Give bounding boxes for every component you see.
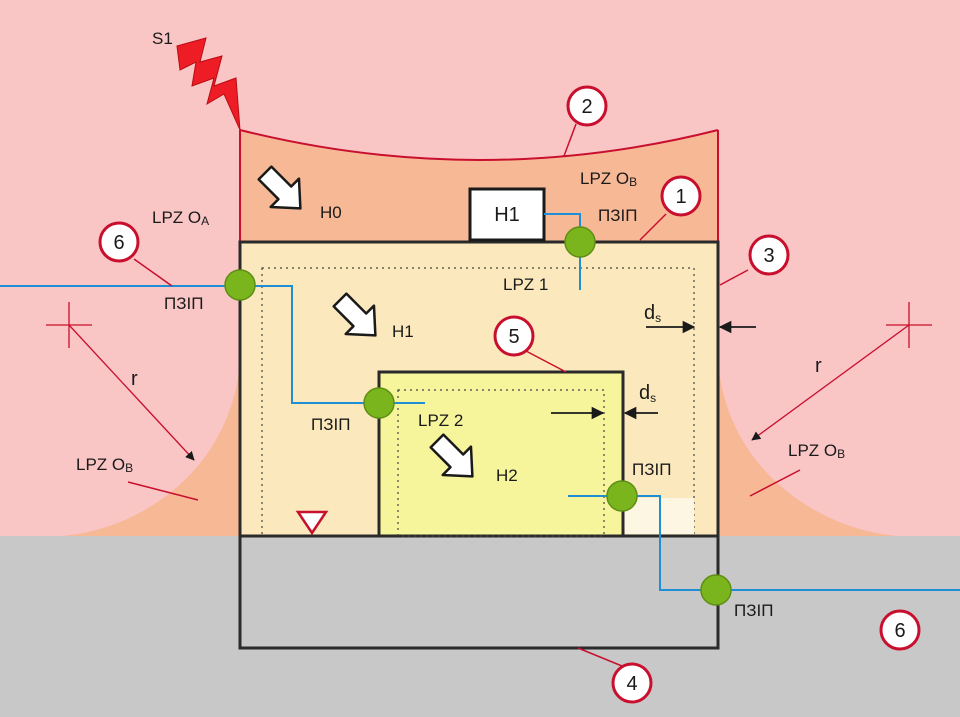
bonding-label-mid: ПЗІП [311,415,350,434]
zone-label-lpz1: LPZ 1 [503,275,548,294]
cable-rooftop [544,213,581,290]
zone-label-lpz0b-top: LPZ OB [580,169,637,189]
callout-2: 2 [566,85,608,127]
field-arrow-h2-icon [429,433,474,478]
field-arrow-h1-icon [332,292,377,337]
zone-label-lpz2: LPZ 2 [418,411,463,430]
lpz1-boundary-dotted [261,267,695,537]
svg-text:1: 1 [675,186,686,208]
bonding-point-ground [700,574,732,606]
bonding-point-left-wall [224,269,256,301]
leader-lpz0b-right [749,469,801,497]
svg-text:5: 5 [508,326,519,348]
bonding-point-roof [564,226,596,258]
lpz2-boundary-dotted [397,389,605,537]
air-termination-mesh [239,129,719,161]
lpz0b-protected-volume-left [62,360,240,536]
svg-text:2: 2 [581,96,592,118]
lightning-bolt-icon [176,37,241,131]
callout-1: 1 [660,175,702,217]
leader-lpz0b-left [127,481,199,501]
radius-label-right: r [815,355,822,377]
svg-text:ds: ds [639,382,656,405]
bonding-point-lpz2-entry [363,387,395,419]
callout-6-left: 6 [98,221,140,263]
svg-text:6: 6 [113,232,124,254]
svg-text:3: 3 [763,245,774,267]
rooftop-equipment-box [468,187,546,242]
rooftop-equipment-label: H1 [494,204,520,226]
separation-distance-outer: ds [644,302,756,334]
lpz0b-protected-volume-roof [240,130,718,242]
bonding-label-right: ПЗІП [632,460,671,479]
field-label-h0: H0 [320,203,342,222]
callout-leaders [133,123,749,667]
zone-label-lpz0a: LPZ OA [152,208,209,228]
bonding-label-ground: ПЗІП [734,601,773,620]
bonding-label-left: ПЗІП [164,294,203,313]
callout-6-right: 6 [879,609,921,651]
callout-3: 3 [748,234,790,276]
separation-distance-inner: ds [551,382,658,420]
rolling-sphere-radius-left [46,302,195,461]
svg-text:4: 4 [626,673,637,695]
callout-4: 4 [611,662,653,704]
bonding-label-roof: ПЗІП [598,206,637,225]
rolling-sphere-radius-right [751,302,932,441]
svg-text:ds: ds [644,302,661,325]
field-label-h2: H2 [496,466,518,485]
lpz0b-protected-volume-right [718,360,898,536]
field-label-h1: H1 [392,322,414,341]
zone-label-lpz0b-left: LPZ OB [76,455,133,475]
svg-text:6: 6 [894,620,905,642]
field-arrow-h0-icon [257,165,302,210]
cable-incoming-left [0,285,425,404]
callout-5: 5 [493,315,535,357]
radius-label-left: r [131,368,138,390]
ground-area [0,536,960,717]
bonding-point-lpz2-exit [606,480,638,512]
room-lpz2 [377,370,625,538]
zone-label-lpz0b-right: LPZ OB [788,441,845,461]
strike-label: S1 [152,29,173,48]
earth-marker-icon [295,510,329,536]
